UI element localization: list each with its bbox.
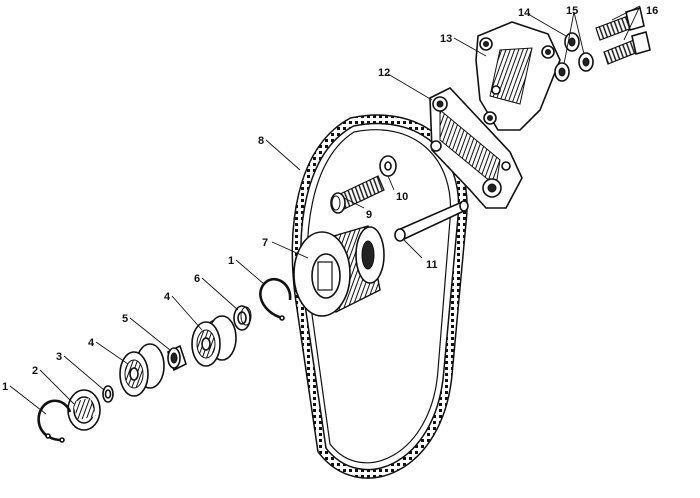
callout-labels: 1 2 3 4 5 4 6 1 7 8 9 10 11 12 13 14 15 …	[2, 5, 658, 393]
spacer-ring-6	[233, 305, 252, 331]
callout-4-upper: 4	[164, 291, 171, 303]
callout-6: 6	[194, 273, 200, 285]
washers-15	[554, 52, 594, 82]
callout-13: 13	[440, 33, 452, 45]
bearing-upper	[191, 315, 237, 367]
mounting-bracket-13	[475, 21, 561, 131]
callout-1-upper: 1	[228, 255, 234, 267]
bolts-16	[595, 6, 651, 65]
callout-7: 7	[262, 237, 268, 249]
retaining-ring-2	[67, 389, 101, 431]
callout-5: 5	[122, 313, 128, 325]
callout-2: 2	[32, 365, 38, 377]
bearing-lower	[119, 343, 165, 397]
callout-9: 9	[366, 209, 372, 221]
circlip-upper	[259, 277, 292, 321]
mounting-bracket-12	[429, 87, 523, 209]
callout-10: 10	[396, 191, 408, 203]
circlip-lower	[37, 399, 72, 443]
toothed-pulley	[293, 225, 385, 317]
washer-14	[564, 32, 580, 52]
shaft	[394, 200, 469, 242]
callout-14: 14	[518, 7, 531, 19]
callout-4-lower: 4	[88, 337, 95, 349]
o-ring-3	[102, 385, 114, 403]
callout-16: 16	[646, 5, 658, 17]
callout-8: 8	[258, 135, 264, 147]
callout-1-lower: 1	[2, 381, 8, 393]
callout-15: 15	[566, 5, 578, 17]
callout-12: 12	[378, 67, 390, 79]
bolt-9	[330, 175, 385, 214]
callout-3: 3	[56, 351, 62, 363]
washer-10	[379, 155, 397, 177]
callout-11: 11	[426, 259, 438, 271]
leader-lines	[9, 5, 641, 415]
spacer-5	[167, 344, 187, 372]
